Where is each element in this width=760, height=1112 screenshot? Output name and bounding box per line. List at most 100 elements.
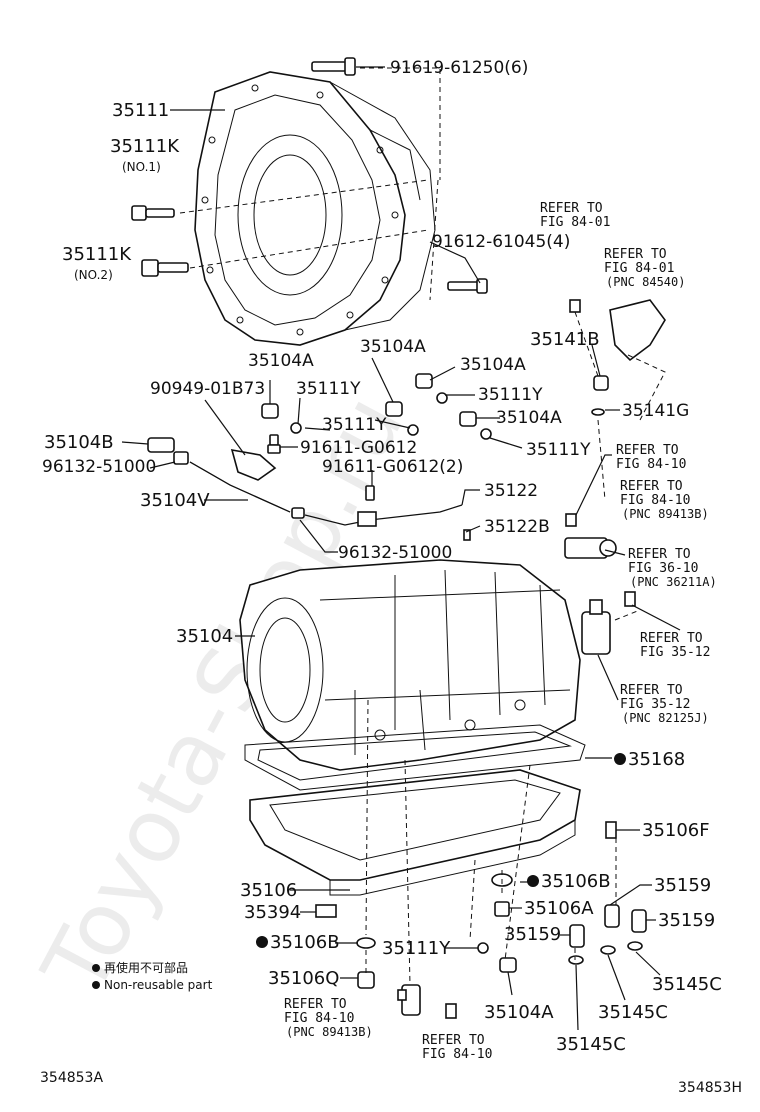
- label-35106b-2: 35106B: [270, 932, 340, 953]
- legend-text-jp: 再使用不可部品: [104, 960, 188, 975]
- plug-35159-icon-3: [631, 909, 647, 933]
- legend-text-en: Non-reusable part: [104, 978, 213, 992]
- leader-lines: [121, 66, 681, 1031]
- refer-to-fig-84-10-pnc-89413b[interactable]: REFER TO FIG 84-10 (PNC 89413B): [620, 479, 709, 521]
- refer-to-fig-84-10-pnc-89413b-bottom[interactable]: REFER TO FIG 84-10 (PNC 89413B): [284, 997, 373, 1039]
- label-35104: 35104: [176, 626, 233, 647]
- svg-text:FIG 84-10: FIG 84-10: [620, 493, 690, 508]
- clamp-icon: [291, 507, 305, 519]
- label-35159-3: 35159: [658, 910, 715, 931]
- label-35394: 35394: [244, 902, 301, 923]
- plug-35106a-icon: [494, 901, 510, 917]
- svg-text:(PNC 89413B): (PNC 89413B): [286, 1025, 373, 1039]
- svg-text:REFER TO: REFER TO: [540, 201, 603, 216]
- label-35145c-3: 35145C: [556, 1034, 626, 1055]
- refer-to-fig-35-12-pnc-82125j[interactable]: REFER TO FIG 35-12 (PNC 82125J): [620, 683, 709, 725]
- plug-35104a-icon-3: [415, 373, 433, 389]
- pipe-35122-illustration: [304, 504, 463, 527]
- plug-35106f-icon: [605, 821, 617, 839]
- label-96132-51000-1: 96132-51000: [42, 457, 156, 477]
- plug-35104a-icon-4: [459, 411, 477, 427]
- label-35104a-1: 35104A: [248, 351, 314, 371]
- magnet-35394-icon: [315, 904, 337, 918]
- o-ring-35111y-icon-1: [290, 422, 302, 434]
- non-reusable-dot-35106b-2: [256, 936, 268, 948]
- o-ring-35111y-icon-3: [436, 392, 448, 404]
- gasket-35106b-icon-2: [356, 937, 376, 949]
- bolt-91611-icon: [267, 434, 281, 454]
- label-35106b-1: 35106B: [541, 871, 611, 892]
- bolt-35111k-no2-icon: [141, 259, 189, 277]
- legend: 再使用不可部品 Non-reusable part: [92, 960, 213, 992]
- bolt-ref-84-01-icon: [569, 299, 581, 313]
- bolt-ref-84-10-bottom-icon: [445, 1003, 457, 1019]
- bolt-91612-icon: [447, 278, 488, 294]
- label-35111y-5: 35111Y: [382, 938, 451, 959]
- refer-to-fig-84-01-pnc-84540[interactable]: REFER TO FIG 84-01 (PNC 84540): [604, 247, 685, 289]
- figure-code-left: 354853A: [40, 1070, 103, 1086]
- bracket-90949-icon: [230, 448, 277, 481]
- svg-text:(PNC 82125J): (PNC 82125J): [622, 711, 709, 725]
- label-35111k-no1: 35111K: [110, 136, 180, 157]
- label-35104b: 35104B: [44, 432, 114, 453]
- refer-to-fig-35-12-a[interactable]: REFER TO FIG 35-12: [640, 631, 710, 660]
- label-35141b: 35141B: [530, 329, 600, 350]
- label-no2: (NO.2): [74, 268, 113, 282]
- label-35111y-3: 35111Y: [322, 415, 387, 435]
- label-35145c-2: 35145C: [598, 1002, 668, 1023]
- svg-text:FIG 36-10: FIG 36-10: [628, 561, 698, 576]
- svg-text:REFER TO: REFER TO: [616, 443, 679, 458]
- bolt-35111k-no1-icon: [131, 205, 175, 221]
- plug-35159-icon-1: [569, 924, 585, 948]
- label-91612-61045: 91612-61045(4): [432, 232, 570, 252]
- label-35104a-2: 35104A: [360, 337, 426, 357]
- label-35106f: 35106F: [642, 820, 710, 841]
- legend-dot-1: [92, 964, 100, 972]
- label-no1: (NO.1): [122, 160, 161, 174]
- svg-text:REFER TO: REFER TO: [284, 997, 347, 1012]
- svg-text:FIG 84-10: FIG 84-10: [422, 1047, 492, 1062]
- svg-text:FIG 84-01: FIG 84-01: [604, 261, 674, 276]
- sensor-89413b-bottom-icon: [397, 984, 421, 1016]
- refer-to-fig-84-10-a[interactable]: REFER TO FIG 84-10: [616, 443, 686, 472]
- plug-35106q-icon: [357, 971, 375, 989]
- label-35122: 35122: [484, 481, 538, 501]
- alignment-lines: [179, 67, 666, 986]
- bolt-ref-35-12-icon: [624, 591, 636, 607]
- label-91611-g0612-2: 91611-G0612(2): [322, 457, 463, 477]
- label-35159-2: 35159: [654, 875, 711, 896]
- legend-dot-2: [92, 981, 100, 989]
- svg-text:REFER TO: REFER TO: [620, 683, 683, 698]
- refer-to-fig-36-10-pnc-36211a[interactable]: REFER TO FIG 36-10 (PNC 36211A): [628, 547, 717, 589]
- fitting-35104b-icon: [147, 437, 189, 465]
- label-35111: 35111: [112, 100, 169, 121]
- label-35159-1: 35159: [504, 924, 561, 945]
- label-35122b: 35122B: [484, 517, 550, 537]
- svg-text:REFER TO: REFER TO: [628, 547, 691, 562]
- label-35111k-no2: 35111K: [62, 244, 132, 265]
- label-96132-51000-2: 96132-51000: [338, 543, 452, 563]
- label-35106: 35106: [240, 880, 297, 901]
- bolt-91611-2-icon: [365, 485, 375, 501]
- gasket-35145c-icon-1: [568, 955, 584, 965]
- gasket-35141g-icon: [591, 408, 605, 416]
- label-35106q: 35106Q: [268, 968, 339, 989]
- bolt-ref-84-10-icon: [565, 513, 577, 527]
- sensor-89413b-icon: [564, 537, 617, 559]
- label-35104v: 35104V: [140, 490, 210, 511]
- refer-to-fig-84-01[interactable]: REFER TO FIG 84-01: [540, 201, 610, 230]
- svg-text:REFER TO: REFER TO: [620, 479, 683, 494]
- svg-text:(PNC 89413B): (PNC 89413B): [622, 507, 709, 521]
- bolt-91619-icon: [311, 57, 356, 76]
- plug-35141b-icon: [593, 375, 609, 391]
- label-35104a-3: 35104A: [460, 355, 526, 375]
- clip-35122b-icon: [463, 529, 471, 541]
- transmission-case-illustration: [239, 559, 581, 771]
- gasket-35145c-icon-2: [600, 945, 616, 955]
- refer-to-fig-84-10-bottom[interactable]: REFER TO FIG 84-10: [422, 1033, 492, 1062]
- gasket-35145c-icon-3: [627, 941, 643, 951]
- non-reusable-dot-35106b-1: [527, 875, 539, 887]
- svg-text:REFER TO: REFER TO: [604, 247, 667, 262]
- label-35106a: 35106A: [524, 898, 594, 919]
